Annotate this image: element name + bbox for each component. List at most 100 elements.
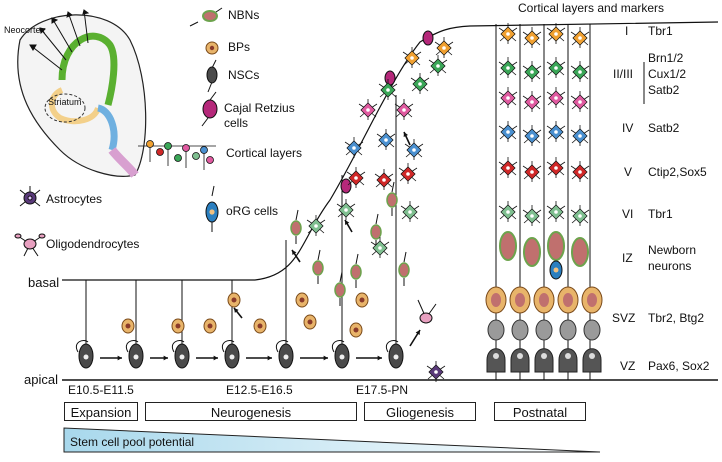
scene-neuron-13 [410,73,430,94]
column-svz-bp-0 [485,286,507,314]
layers-title: Cortical layers and markers [518,1,664,15]
layer-marker-4-0: Tbr1 [648,207,673,221]
phase-gliogenesis: Gliogenesis [364,402,476,421]
legend-cajal-label-1: Cajal Retzius [224,101,295,115]
column-iz-neuron-3 [571,237,589,267]
layer-marker-3-0: Ctip2,Sox5 [648,165,707,179]
legend-oligo-label: Oligodendrocytes [46,237,139,251]
legend-oligo-icon [14,233,46,257]
nbn-0 [290,209,302,244]
cajal-cell-0 [340,178,352,194]
nbn-6 [398,251,410,286]
layer-name-VZ: VZ [620,359,635,373]
cajal-cell-2 [422,30,434,46]
layer-name-VI: VI [622,207,633,221]
layer-marker-2-0: Satb2 [648,121,680,135]
column-svz-bp-2 [533,286,555,314]
legend-layers-label: Cortical layers [226,146,302,160]
stem-pool-triangle [63,427,601,453]
layer-marker-6-0: Tbr2, Btg2 [648,311,704,325]
column-neuron-1-0 [498,57,518,78]
migration-arrow-c [344,219,353,233]
column-vz-nsc-4 [582,319,602,373]
scene-neuron-16 [434,37,454,58]
scene-neuron-1 [336,199,356,220]
legend-nbn-label: NBNs [228,8,259,22]
column-neuron-5-2 [546,201,566,222]
scene-neuron-4 [346,167,366,188]
column-neuron-3-1 [522,125,542,146]
column-neuron-0-2 [546,23,566,44]
column-neuron-4-1 [522,161,542,182]
brain-schematic: Neocortex Striatum [4,9,147,178]
scene-oligodendrocyte [417,299,437,324]
bp-0 [121,318,135,334]
phase-postnatal: Postnatal [494,402,586,421]
legend-astro-icon [19,186,41,207]
division-arrow-2 [196,355,218,361]
column-neuron-5-0 [498,201,518,222]
stem-pool-label: Stem cell pool potential [70,435,194,449]
ventricle-pink [108,147,139,178]
scene-neuron-15 [402,47,422,68]
column-neuron-3-2 [546,121,566,142]
division-arrow-0 [100,355,122,361]
nbn-3 [350,253,362,288]
column-vz-nsc-3 [558,319,578,373]
column-neuron-4-0 [498,157,518,178]
column-neuron-2-1 [522,91,542,112]
phase-expansion: Expansion [64,402,138,421]
column-svz-bp-3 [557,286,579,314]
layer-marker-1-0: Brn1/2 [648,51,684,65]
legend-nsc-icon [206,59,218,93]
developmental-scene [75,30,454,382]
cajal-cell-1 [384,70,396,86]
layer-name-IZ: IZ [622,251,633,265]
cortical-column [485,23,603,380]
column-vz-nsc-0 [486,319,506,373]
nsc-2 [171,280,190,369]
nbn-5 [386,181,398,216]
legend-org-icon [205,185,219,232]
scene-neuron-5 [374,169,394,190]
scene-neuron-3 [400,201,420,222]
column-neuron-1-3 [570,61,590,82]
ventricle-blue [96,104,118,152]
column-svz-bp-4 [581,286,603,314]
bp-3 [253,318,267,334]
column-neuron-2-3 [570,91,590,112]
column-neuron-2-0 [498,87,518,108]
stage-e17: E17.5-PN [356,383,408,397]
column-org-cell [549,260,563,280]
bp-4 [303,314,317,330]
division-arrow-3 [246,355,272,361]
migration-arrow-d [403,131,411,146]
scene-neuron-8 [376,129,396,150]
glio-arrow [409,329,421,347]
cortex-green-band [58,32,118,106]
column-neuron-0-1 [522,27,542,48]
striatum-region [49,87,101,125]
column-neuron-4-3 [570,161,590,182]
bp-upper-2 [355,292,369,308]
layer-name-V: V [624,165,632,179]
legend-nbn-icon [189,7,223,27]
scene-neuron-12 [378,79,398,100]
scene-neuron-7 [344,137,364,158]
migration-arrow-b [291,249,301,263]
legend-bp-icon [205,41,219,55]
legend-layers-icon [138,140,216,170]
division-arrow-1 [150,355,168,361]
legend: NBNs BPs NSCs Cajal Retzius cells Cortic… [14,7,302,257]
column-neuron-2-2 [546,87,566,108]
nsc-1 [125,280,144,369]
nbn-1 [312,249,324,284]
column-neuron-4-2 [546,157,566,178]
column-neuron-3-0 [498,121,518,142]
column-iz-neuron-1 [523,237,541,267]
layer-marker-5-0: Newborn [648,243,696,257]
column-iz-neuron-2 [547,231,565,261]
layer-marker-1-1: Cux1/2 [648,67,686,81]
bp-1 [171,318,185,334]
